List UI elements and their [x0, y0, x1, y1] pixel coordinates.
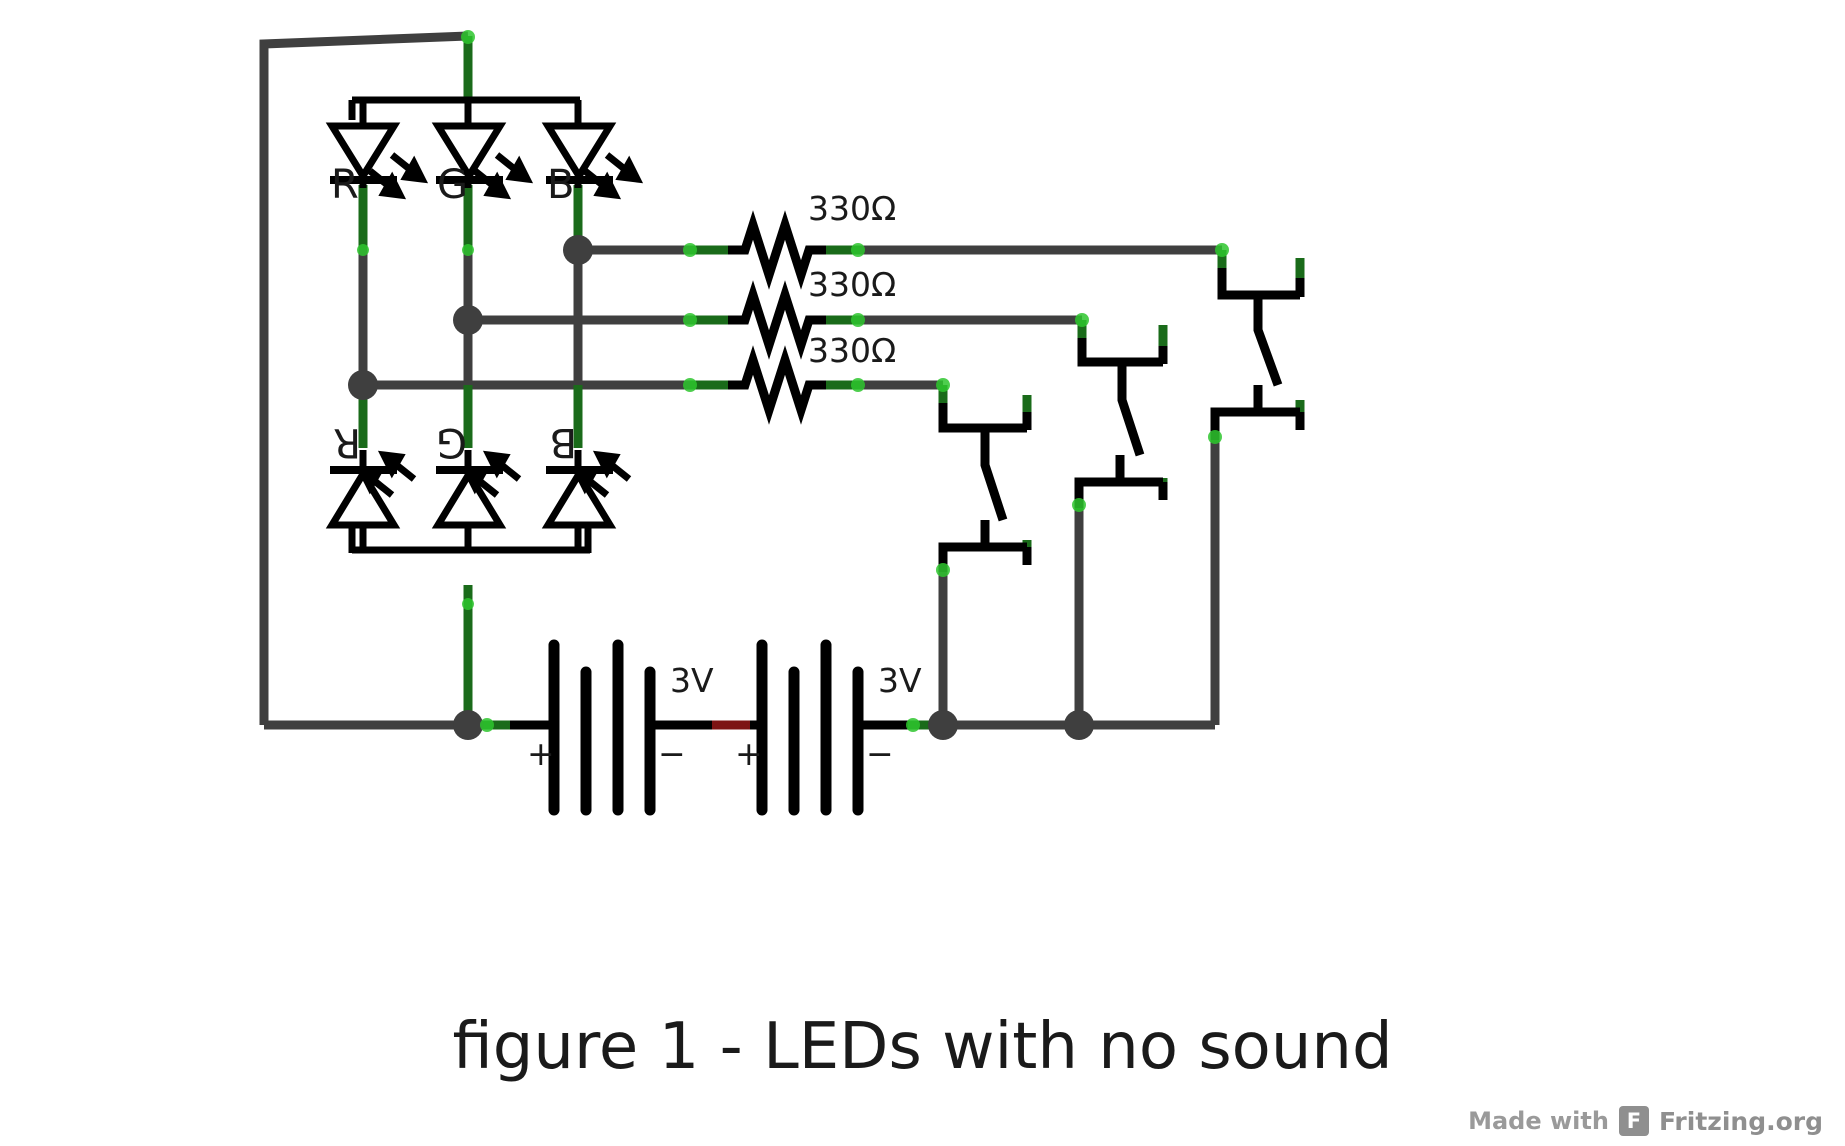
battery-1 [548, 639, 656, 816]
battery-2-plus: + [735, 734, 763, 773]
led-bottom-g: G [431, 419, 519, 529]
led-bottom-r: R [325, 419, 414, 529]
junction-dot-group [348, 235, 1094, 740]
junction-dot-b [563, 235, 593, 265]
led-top-r: R [325, 122, 422, 208]
junction-dot-g [453, 305, 483, 335]
led-top-b: B [541, 122, 637, 208]
led-top-b-label: B [547, 162, 574, 208]
pushbutton-1[interactable] [938, 403, 1032, 522]
pushbutton-3-contact[interactable] [1210, 385, 1305, 440]
battery-1-minus: − [658, 734, 686, 773]
junction-dot-battery-pos [453, 710, 483, 740]
pushbutton-2-contact[interactable] [1074, 455, 1168, 508]
resistor-3-label: 330Ω [808, 331, 896, 370]
junction-dot-r [348, 370, 378, 400]
led-top-r-label: R [331, 162, 359, 208]
led-bottom-r-label: R [333, 419, 361, 465]
battery-2 [756, 639, 864, 816]
junction-dot-sw2 [1064, 710, 1094, 740]
made-with-label: Made with [1468, 1107, 1609, 1135]
resistor-2-label: 330Ω [808, 265, 896, 304]
led-bottom-g-label: G [436, 419, 467, 465]
fritzing-credit: Made with Fritzing.org [1468, 1106, 1823, 1136]
pushbutton-2[interactable] [1077, 338, 1168, 457]
led-top-g: G [431, 122, 527, 208]
led-bottom-b: B [541, 419, 629, 529]
fritzing-name: Fritzing.org [1658, 1106, 1823, 1136]
figure-caption: figure 1 - LEDs with no sound [452, 1010, 1393, 1084]
pushbutton-3[interactable] [1217, 268, 1305, 387]
battery-1-voltage: 3V [670, 661, 714, 700]
fritzing-logo-icon [1618, 1106, 1649, 1136]
led-top-g-label: G [437, 162, 468, 208]
resistor-group [728, 210, 826, 425]
connector-dot-group [357, 30, 1229, 732]
pushbutton-1-contact[interactable] [938, 520, 1032, 572]
resistor-1-label: 330Ω [808, 189, 896, 228]
battery-1-plus: + [527, 734, 555, 773]
junction-dot-sw1 [928, 710, 958, 740]
battery-2-minus: − [866, 734, 894, 773]
battery-2-voltage: 3V [878, 661, 922, 700]
led-bottom-b-label: B [550, 419, 577, 465]
